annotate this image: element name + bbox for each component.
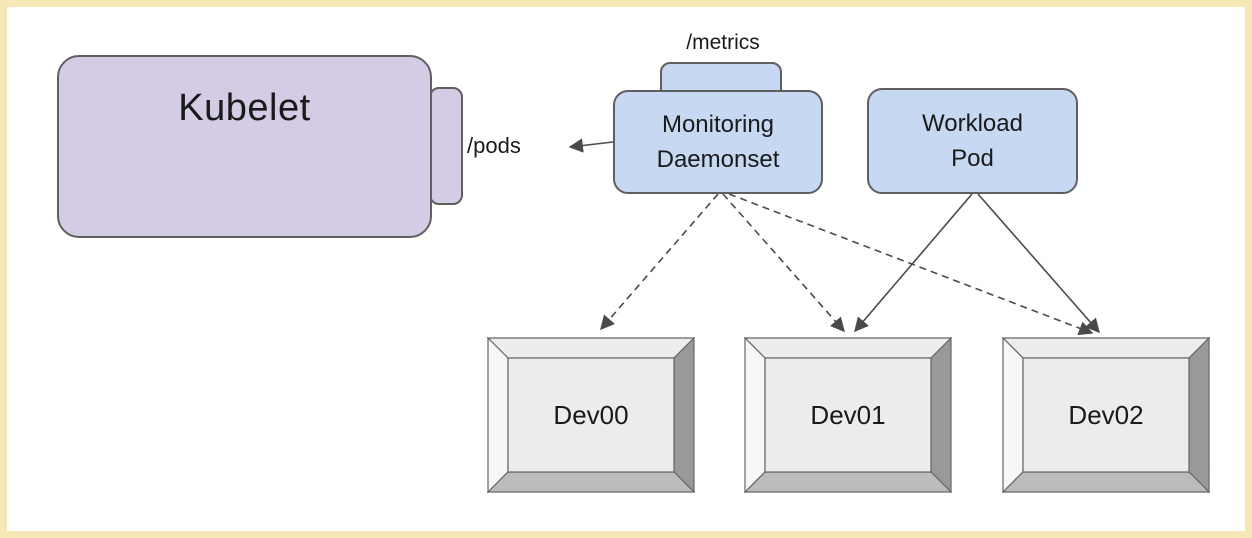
device-bevel-frame	[1002, 337, 1210, 493]
device-label: Dev02	[1068, 399, 1144, 430]
kubelet-label: Kubelet	[178, 87, 311, 129]
edge-monitoring-to-dev01	[722, 193, 845, 333]
kubelet-port-tab	[429, 87, 463, 205]
device-box-dev00: Dev00	[487, 337, 695, 493]
edge-monitoring-to-dev02	[728, 193, 1094, 336]
edge-workload-to-dev02	[977, 193, 1100, 334]
kubelet-node: Kubelet	[57, 55, 432, 238]
device-box-dev02: Dev02	[1002, 337, 1210, 493]
device-bevel-frame	[744, 337, 952, 493]
device-label: Dev01	[810, 399, 886, 430]
monitoring-daemonset-node: Monitoring Daemonset	[613, 90, 823, 194]
device-bevel-frame	[487, 337, 695, 493]
monitoring-daemonset-label: Monitoring Daemonset	[656, 111, 780, 173]
device-label: Dev00	[553, 399, 629, 430]
metrics-endpoint-label: /metrics	[686, 31, 760, 54]
edge-workload-to-dev01	[854, 193, 973, 333]
edge-monitoring-to-pods	[568, 138, 614, 153]
device-box-dev01: Dev01	[744, 337, 952, 493]
pods-endpoint-label: /pods	[467, 133, 521, 158]
workload-pod-label: Workload Pod	[922, 110, 1023, 172]
workload-pod-node: Workload Pod	[867, 88, 1078, 194]
edge-monitoring-to-dev00	[600, 193, 719, 331]
